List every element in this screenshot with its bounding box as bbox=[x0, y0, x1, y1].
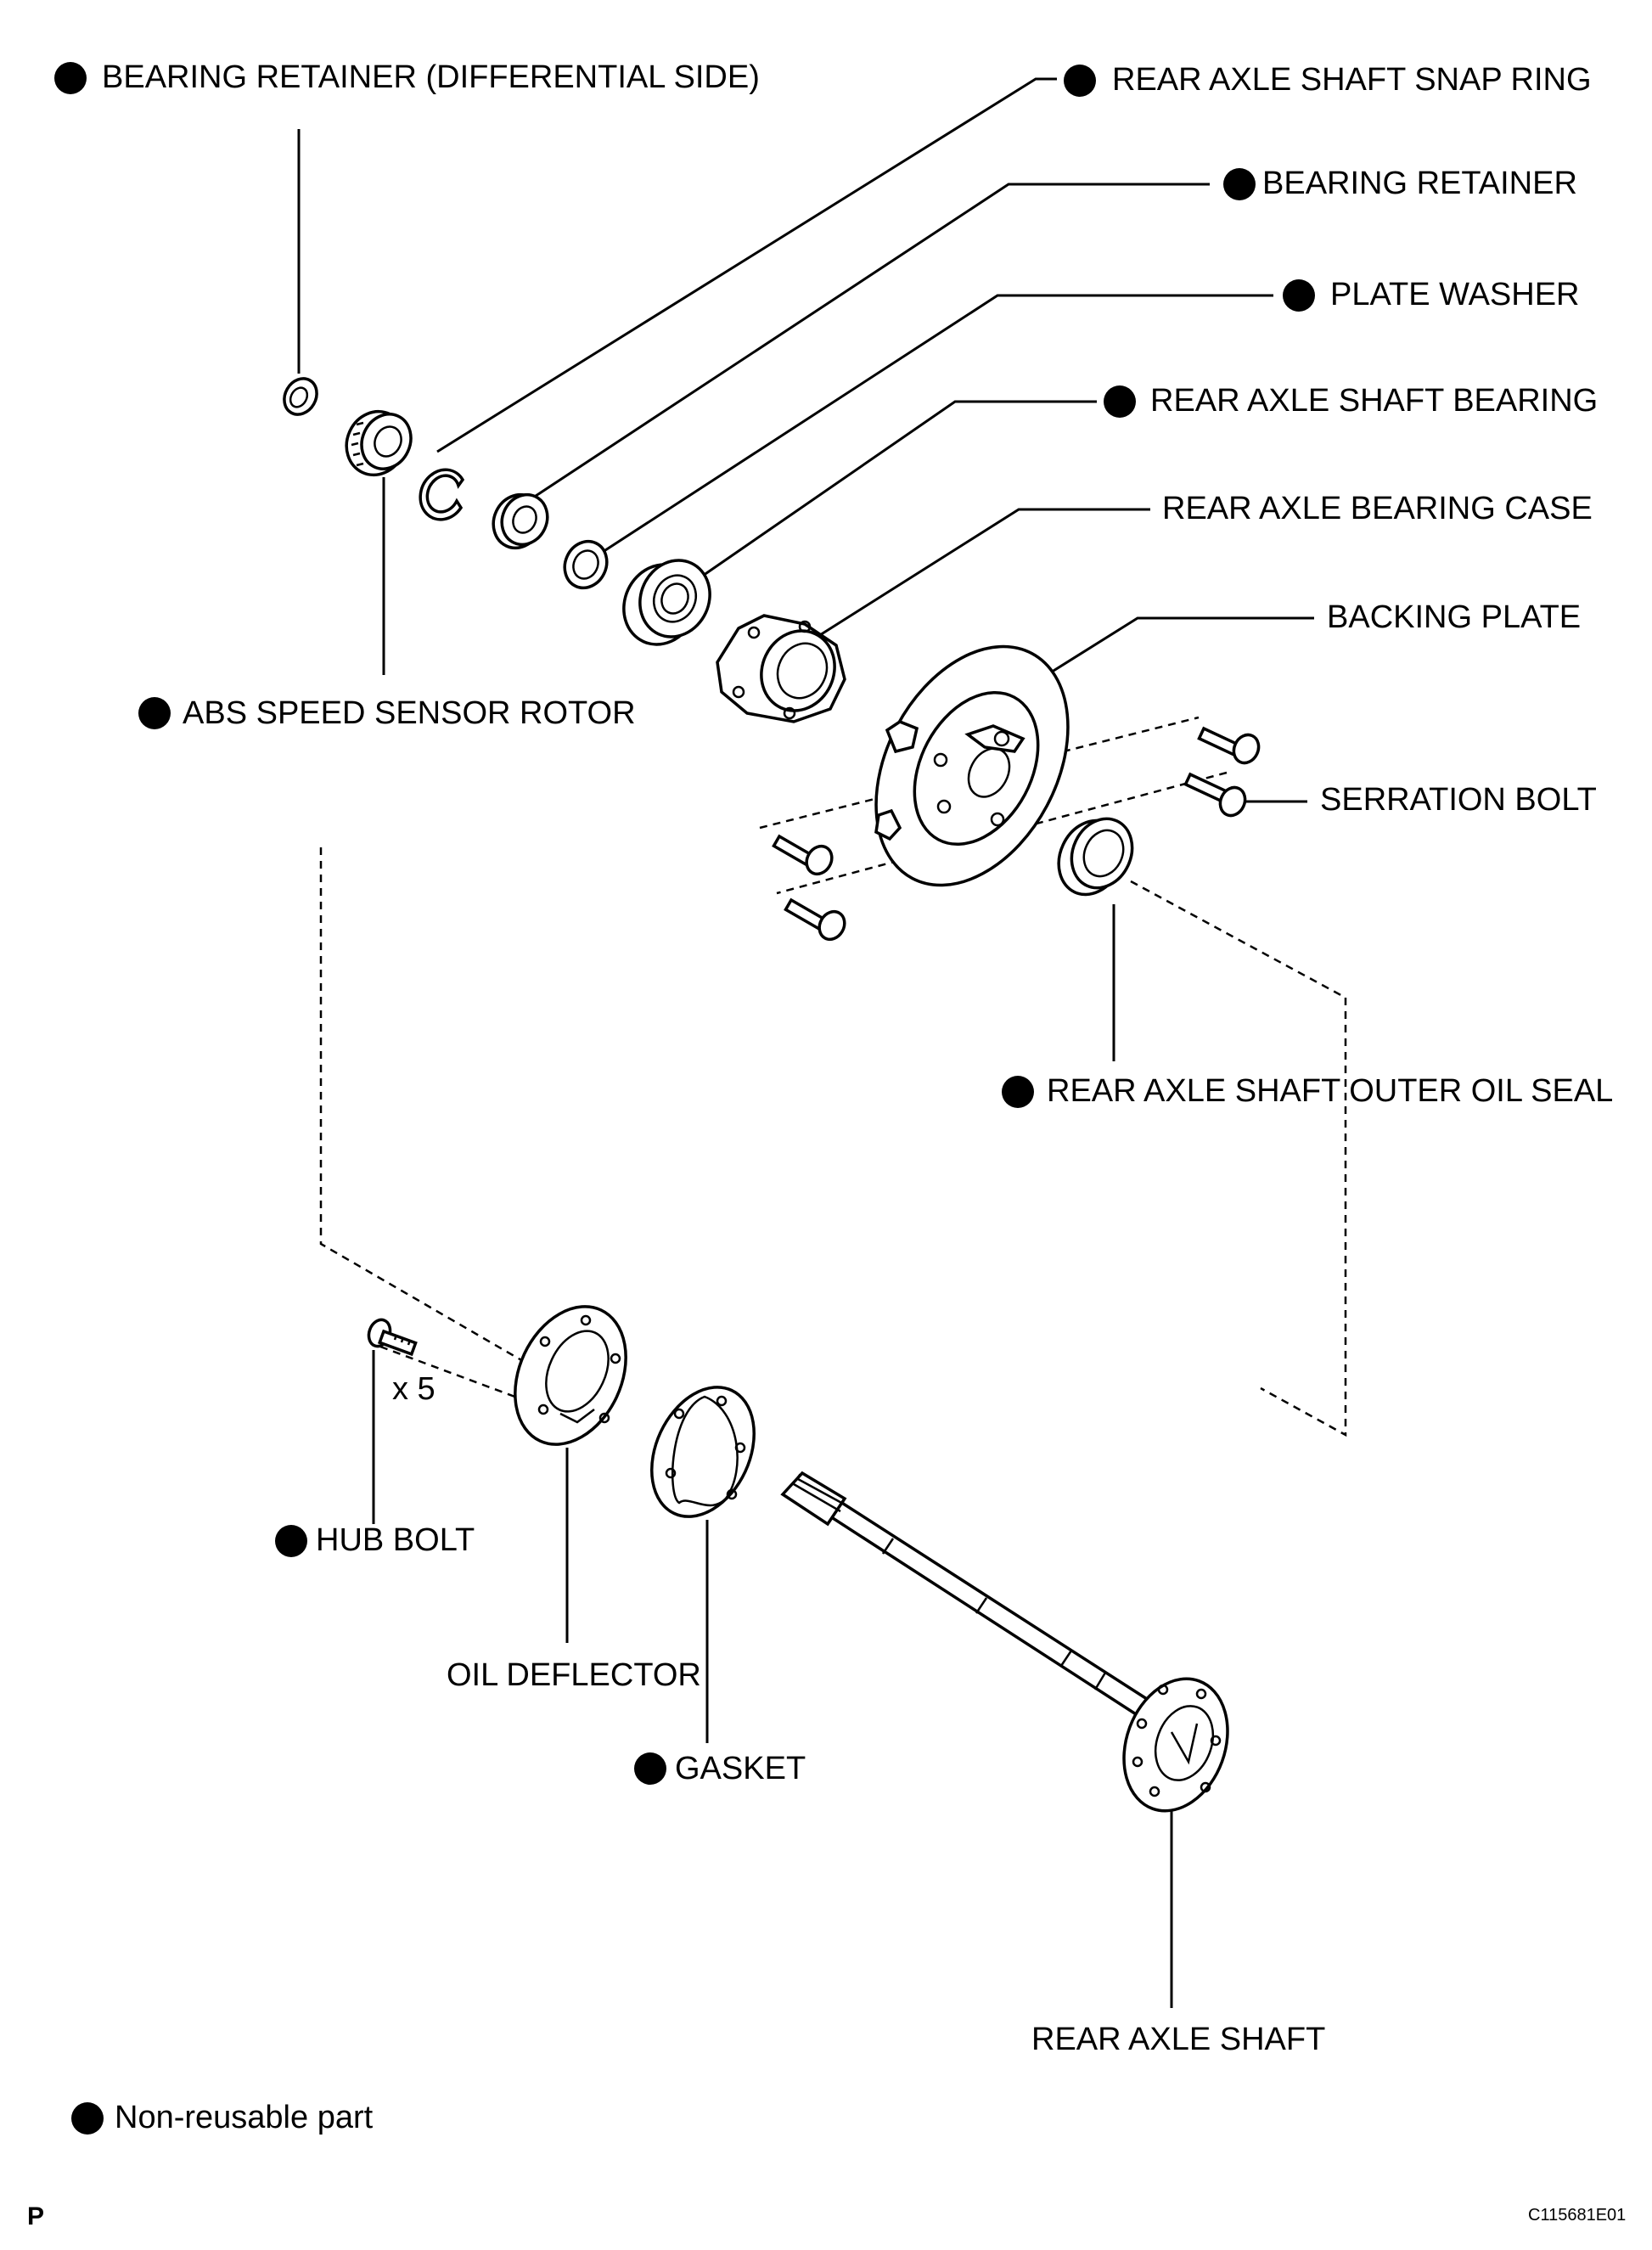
rear-axle-shaft-outer-oil-seal-part bbox=[1057, 817, 1134, 897]
non-reusable-marker-icon bbox=[1104, 385, 1136, 418]
serration-bolt-part bbox=[1183, 772, 1247, 818]
bearing-retainer-diff-side-part bbox=[283, 377, 318, 416]
rear-axle-shaft-bearing-part bbox=[622, 559, 711, 646]
label-rear-axle-bearing-case: REAR AXLE BEARING CASE bbox=[1162, 491, 1593, 526]
non-reusable-marker-icon bbox=[275, 1525, 307, 1557]
label-hub-bolt: HUB BOLT bbox=[316, 1522, 475, 1558]
label-rear-axle-shaft-snap-ring: REAR AXLE SHAFT SNAP RING bbox=[1112, 62, 1592, 98]
serration-bolt-part bbox=[1197, 726, 1261, 765]
non-reusable-marker-icon bbox=[138, 697, 171, 729]
label-rear-axle-shaft-bearing: REAR AXLE SHAFT BEARING bbox=[1150, 383, 1598, 419]
gasket-part bbox=[650, 1386, 756, 1518]
rear-axle-shaft-part bbox=[780, 1471, 1229, 1813]
label-rear-axle-shaft-outer-oil-seal: REAR AXLE SHAFT OUTER OIL SEAL bbox=[1047, 1073, 1613, 1109]
figure-code: C115681E01 bbox=[1528, 2206, 1626, 2225]
label-oil-deflector: OIL DEFLECTOR bbox=[447, 1657, 701, 1693]
non-reusable-marker-icon bbox=[54, 62, 87, 94]
label-gasket: GASKET bbox=[675, 1751, 806, 1786]
label-bearing-retainer-differential-side: BEARING RETAINER (DIFFERENTIAL SIDE) bbox=[102, 59, 760, 95]
label-hub-bolt-quantity: x 5 bbox=[392, 1371, 435, 1407]
non-reusable-marker-icon bbox=[1223, 168, 1256, 200]
bearing-retainer-part bbox=[492, 492, 549, 550]
label-plate-washer: PLATE WASHER bbox=[1330, 277, 1580, 312]
non-reusable-marker-icon bbox=[1283, 279, 1315, 312]
label-serration-bolt: SERRATION BOLT bbox=[1320, 782, 1597, 818]
non-reusable-marker-icon bbox=[1002, 1076, 1034, 1108]
rear-axle-bearing-case-part bbox=[716, 614, 846, 723]
label-rear-axle-shaft: REAR AXLE SHAFT bbox=[1031, 2022, 1325, 2057]
label-backing-plate: BACKING PLATE bbox=[1327, 599, 1581, 635]
non-reusable-marker-icon bbox=[1064, 65, 1096, 97]
page-mark: P bbox=[27, 2202, 44, 2230]
hub-bolt-part bbox=[367, 1318, 418, 1357]
label-bearing-retainer: BEARING RETAINER bbox=[1262, 166, 1577, 201]
legend-text: Non-reusable part bbox=[115, 2100, 374, 2135]
serration-bolt-part bbox=[784, 897, 846, 942]
abs-speed-sensor-rotor-part bbox=[345, 409, 413, 477]
legend-non-reusable-icon bbox=[71, 2102, 104, 2135]
leader-lines bbox=[297, 77, 1314, 2008]
plate-washer-part bbox=[563, 539, 609, 590]
serration-bolt-part bbox=[772, 834, 834, 876]
rear-axle-shaft-snap-ring-part bbox=[419, 468, 465, 521]
oil-deflector-part bbox=[514, 1305, 627, 1446]
label-abs-speed-sensor-rotor: ABS SPEED SENSOR ROTOR bbox=[183, 695, 636, 731]
backing-plate-part bbox=[874, 644, 1070, 887]
non-reusable-marker-icon bbox=[634, 1752, 666, 1785]
